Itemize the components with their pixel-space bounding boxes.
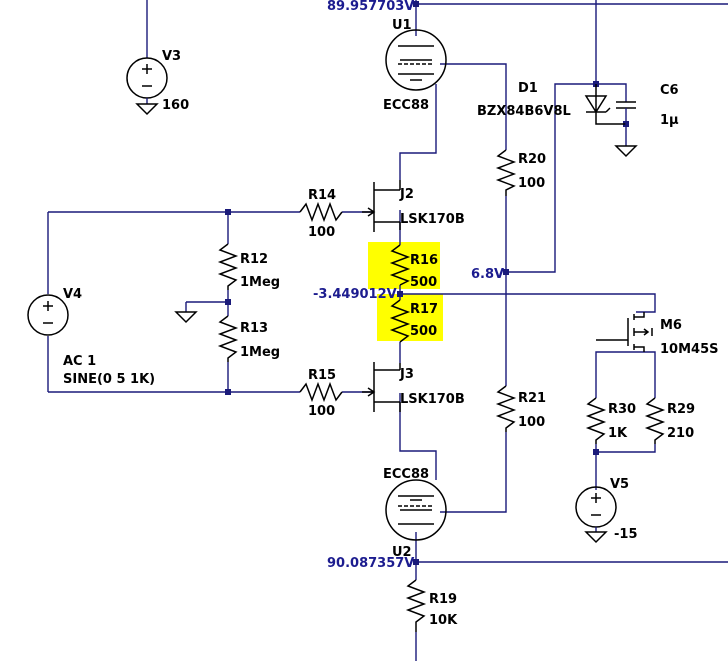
r19-value: 10K bbox=[429, 613, 458, 628]
r30-value: 1K bbox=[608, 426, 628, 441]
u2-tube bbox=[385, 479, 447, 541]
r14-value: 100 bbox=[308, 225, 335, 240]
v4-source bbox=[27, 294, 69, 336]
net-label-u2-cathode: 90.087357V bbox=[327, 556, 414, 571]
highlight-r16 bbox=[368, 242, 440, 289]
j2-value: LSK170B bbox=[400, 212, 465, 227]
ground-symbol bbox=[174, 311, 198, 324]
r12-value: 1Meg bbox=[240, 275, 280, 290]
r13-resistor bbox=[217, 315, 239, 362]
v4-name: V4 bbox=[63, 287, 82, 302]
r12-resistor bbox=[217, 243, 239, 290]
net-label-zener: 6.8V bbox=[471, 267, 504, 282]
j2-name: J2 bbox=[399, 187, 414, 202]
r21-resistor bbox=[495, 385, 517, 432]
r15-name: R15 bbox=[308, 368, 336, 383]
r13-value: 1Meg bbox=[240, 345, 280, 360]
r14-resistor bbox=[299, 201, 343, 223]
u1-tube bbox=[385, 29, 447, 91]
r15-resistor bbox=[299, 381, 343, 403]
v5-name: V5 bbox=[610, 477, 629, 492]
j3-name: J3 bbox=[399, 367, 414, 382]
v3-name: V3 bbox=[162, 49, 181, 64]
r12-name: R12 bbox=[240, 252, 268, 267]
highlight-r17 bbox=[377, 294, 443, 341]
net-label-mid: -3.449012V bbox=[313, 287, 397, 302]
m6-mosfet bbox=[596, 312, 653, 352]
r29-name: R29 bbox=[667, 402, 695, 417]
r20-name: R20 bbox=[518, 152, 546, 167]
v5-value: -15 bbox=[614, 527, 638, 542]
c6-value: 1µ bbox=[660, 113, 679, 128]
r29-value: 210 bbox=[667, 426, 694, 441]
r19-name: R19 bbox=[429, 592, 457, 607]
r21-name: R21 bbox=[518, 391, 546, 406]
r14-name: R14 bbox=[308, 188, 336, 203]
r16-value: 500 bbox=[410, 275, 437, 290]
v3-value: 160 bbox=[162, 98, 189, 113]
r17-name: R17 bbox=[410, 302, 438, 317]
u1-name: U1 bbox=[392, 18, 412, 33]
v3-source bbox=[126, 8, 168, 116]
u2-name: U2 bbox=[392, 545, 412, 560]
v4-value-2: SINE(0 5 1K) bbox=[63, 372, 155, 387]
m6-value: 10M45S bbox=[660, 342, 718, 357]
r21-value: 100 bbox=[518, 415, 545, 430]
j3-jfet bbox=[362, 362, 401, 412]
d1-name: D1 bbox=[518, 81, 538, 96]
r20-value: 100 bbox=[518, 176, 545, 191]
m6-name: M6 bbox=[660, 318, 682, 333]
j3-value: LSK170B bbox=[400, 392, 465, 407]
r16-resistor bbox=[389, 244, 411, 286]
r29-resistor bbox=[644, 397, 666, 444]
v4-value: AC 1 bbox=[63, 354, 96, 369]
v5-source bbox=[575, 486, 617, 544]
r20-resistor bbox=[495, 149, 517, 196]
r17-resistor bbox=[389, 299, 411, 343]
r13-name: R13 bbox=[240, 321, 268, 336]
r30-name: R30 bbox=[608, 402, 636, 417]
u2-value: ECC88 bbox=[383, 467, 429, 482]
r16-name: R16 bbox=[410, 253, 438, 268]
r17-value: 500 bbox=[410, 324, 437, 339]
r15-value: 100 bbox=[308, 404, 335, 419]
c6-capacitor bbox=[616, 101, 636, 124]
j2-jfet bbox=[362, 180, 401, 232]
c6-name: C6 bbox=[660, 83, 679, 98]
wires bbox=[47, 0, 728, 661]
d1-zener bbox=[584, 84, 638, 158]
d1-value: BZX84B6V8L bbox=[477, 104, 571, 119]
u1-value: ECC88 bbox=[383, 98, 429, 113]
net-label-u1-cathode: 89.957703V bbox=[327, 0, 414, 14]
r30-resistor bbox=[585, 397, 607, 444]
r19-resistor bbox=[405, 579, 427, 632]
